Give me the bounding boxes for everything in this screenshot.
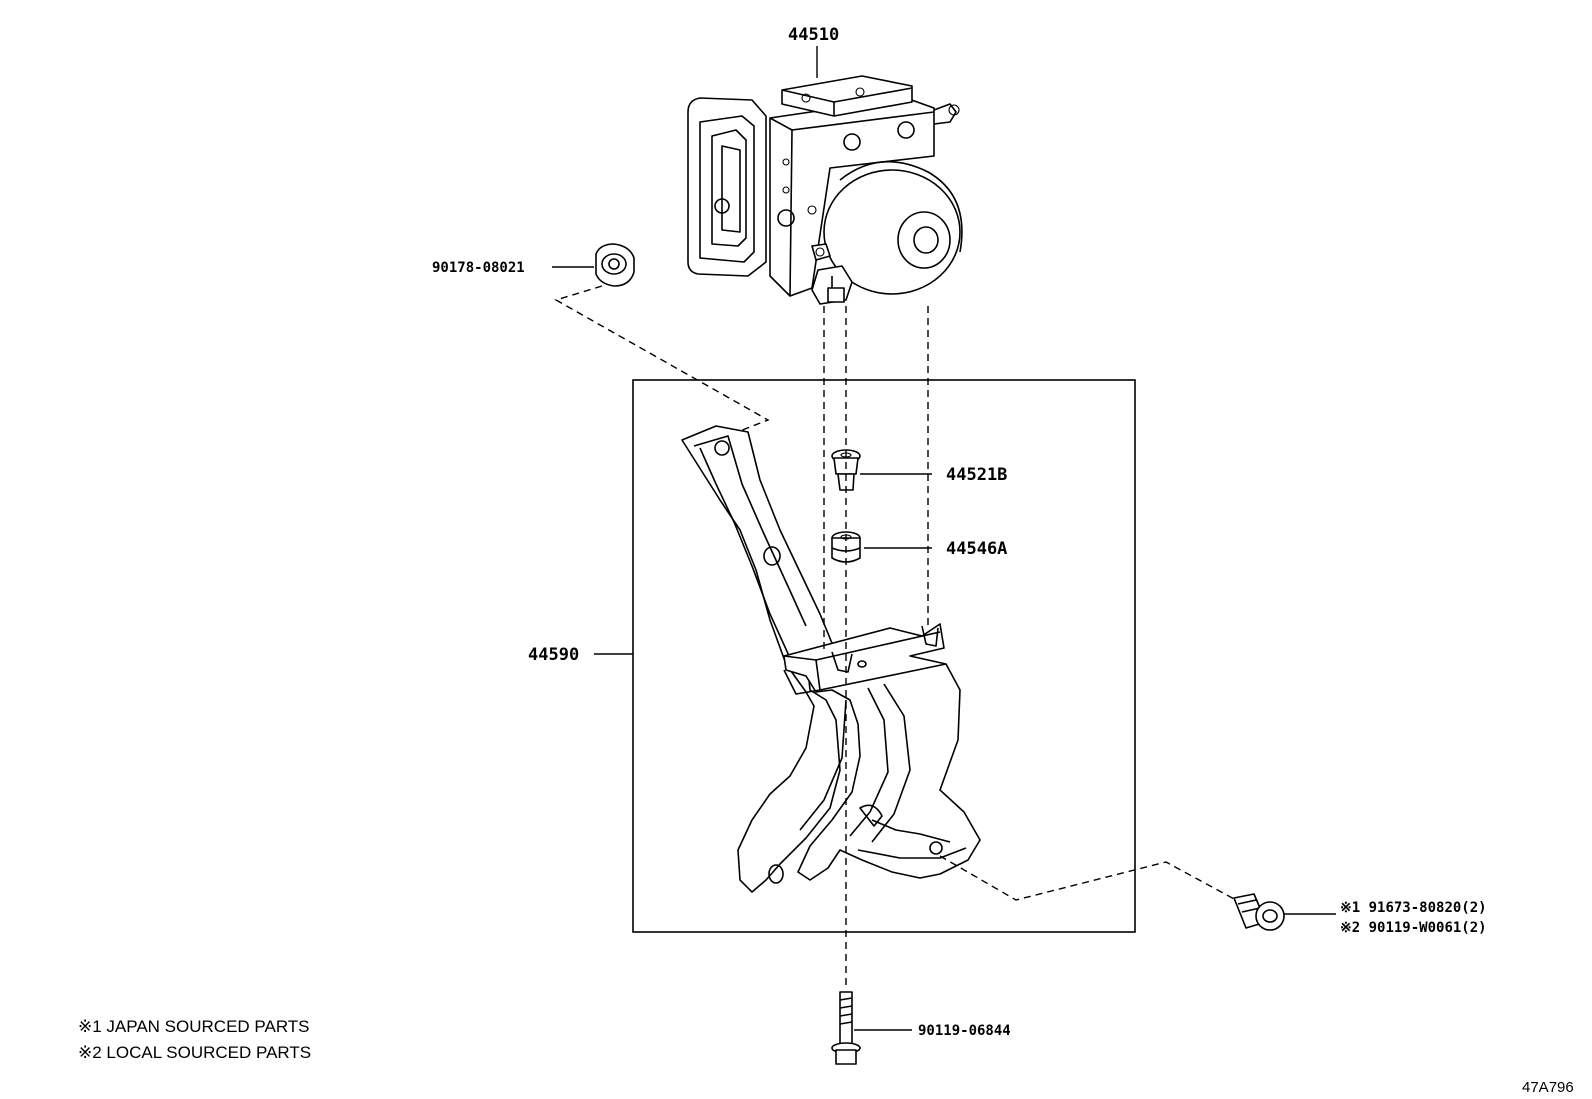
part-number-side-bolt-japan: ※1 91673-80820(2) bbox=[1340, 900, 1487, 916]
part-number-cushion: 44546A bbox=[946, 539, 1007, 559]
lower-bolt-illustration bbox=[831, 991, 861, 1065]
diagram-reference-code: 47A796 bbox=[1522, 1079, 1574, 1096]
bracket-illustration bbox=[681, 425, 981, 893]
note-japan-sourced: ※1 JAPAN SOURCED PARTS bbox=[78, 1017, 310, 1036]
part-number-collar: 44521B bbox=[946, 465, 1007, 485]
part-number-actuator: 44510 bbox=[788, 25, 839, 45]
nut-illustration bbox=[595, 243, 635, 287]
part-number-bracket: 44590 bbox=[528, 645, 579, 665]
bracket-callout-frame bbox=[632, 379, 1136, 933]
part-number-side-bolt-local: ※2 90119-W0061(2) bbox=[1340, 920, 1487, 936]
part-number-nut: 90178-08021 bbox=[432, 260, 525, 276]
part-number-lower-bolt: 90119-06844 bbox=[918, 1023, 1011, 1039]
side-bolt-illustration bbox=[1233, 893, 1285, 931]
note-local-sourced: ※2 LOCAL SOURCED PARTS bbox=[78, 1043, 311, 1062]
abs-actuator-illustration bbox=[687, 75, 963, 305]
